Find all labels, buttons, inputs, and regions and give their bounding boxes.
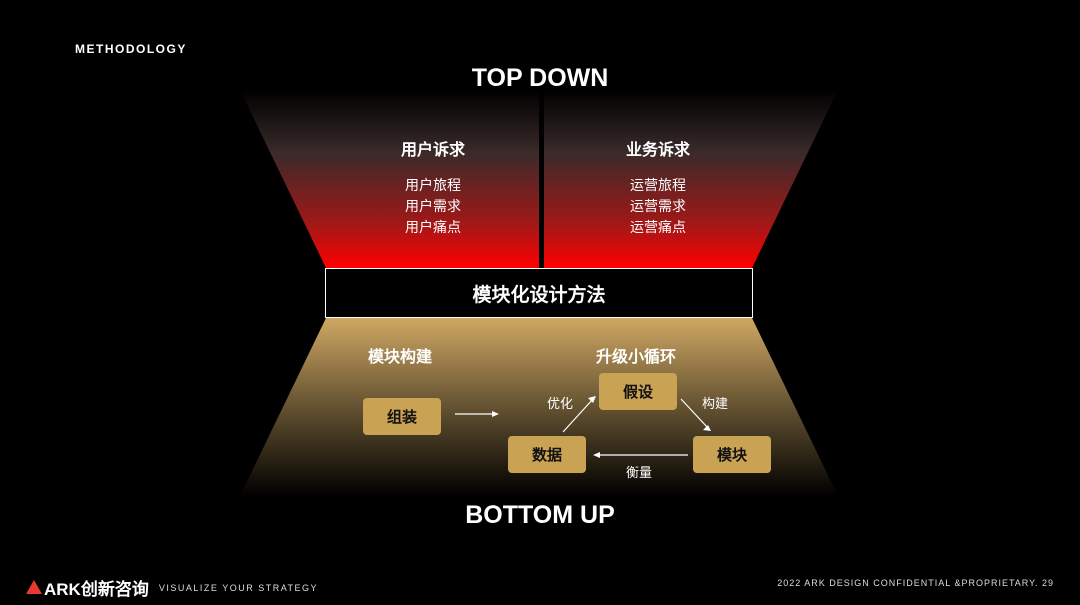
hypothesis-box: 假设 [599, 373, 677, 410]
business-needs-heading: 业务诉求 [625, 140, 690, 159]
data-label: 数据 [531, 446, 562, 464]
module-build-heading: 模块构建 [368, 347, 433, 366]
assemble-label: 组装 [386, 408, 417, 426]
list-item: 运营旅程 [630, 178, 686, 194]
top-down-title: TOP DOWN [471, 64, 609, 92]
section-label: METHODOLOGY [75, 42, 187, 56]
build-arrow [680, 398, 709, 429]
assemble-box: 组装 [363, 398, 441, 435]
module-label: 模块 [716, 446, 747, 464]
list-item: 运营痛点 [630, 220, 686, 236]
measure-label: 衡量 [626, 466, 653, 481]
bottom-funnel [240, 318, 838, 496]
top-divider [539, 90, 544, 268]
modular-design-box: 模块化设计方法 [325, 268, 753, 318]
bottom-up-title: BOTTOM UP [465, 501, 615, 529]
upgrade-loop-heading: 升级小循环 [596, 347, 677, 366]
list-item: 运营需求 [630, 199, 686, 215]
tagline: VISUALIZE YOUR STRATEGY [158, 582, 319, 593]
footer-brand: ARK创新咨询 VISUALIZE YOUR STRATEGY [26, 575, 318, 600]
user-needs-heading: 用户诉求 [400, 140, 465, 159]
ark-logo: ARK创新咨询 [26, 575, 149, 600]
modular-design-label: 模块化设计方法 [472, 283, 606, 306]
logo-text: ARK创新咨询 [44, 580, 149, 599]
page-number: 29 [1041, 578, 1054, 588]
build-label: 构建 [702, 397, 729, 412]
confidential-text: 2022 ARK DESIGN CONFIDENTIAL &PROPRIETAR… [777, 578, 1039, 588]
user-needs-list: 用户旅程 用户需求 用户痛点 [333, 176, 533, 239]
footer-confidential: 2022 ARK DESIGN CONFIDENTIAL &PROPRIETAR… [777, 578, 1054, 588]
list-item: 用户旅程 [405, 178, 461, 194]
list-item: 用户痛点 [405, 220, 461, 236]
data-box: 数据 [508, 436, 586, 473]
optimize-arrow [562, 398, 594, 433]
module-box: 模块 [693, 436, 771, 473]
ark-logo-icon [26, 579, 42, 594]
list-item: 用户需求 [405, 199, 461, 215]
hypothesis-label: 假设 [622, 383, 653, 401]
business-needs-list: 运营旅程 运营需求 运营痛点 [558, 176, 758, 239]
optimize-label: 优化 [547, 397, 574, 412]
